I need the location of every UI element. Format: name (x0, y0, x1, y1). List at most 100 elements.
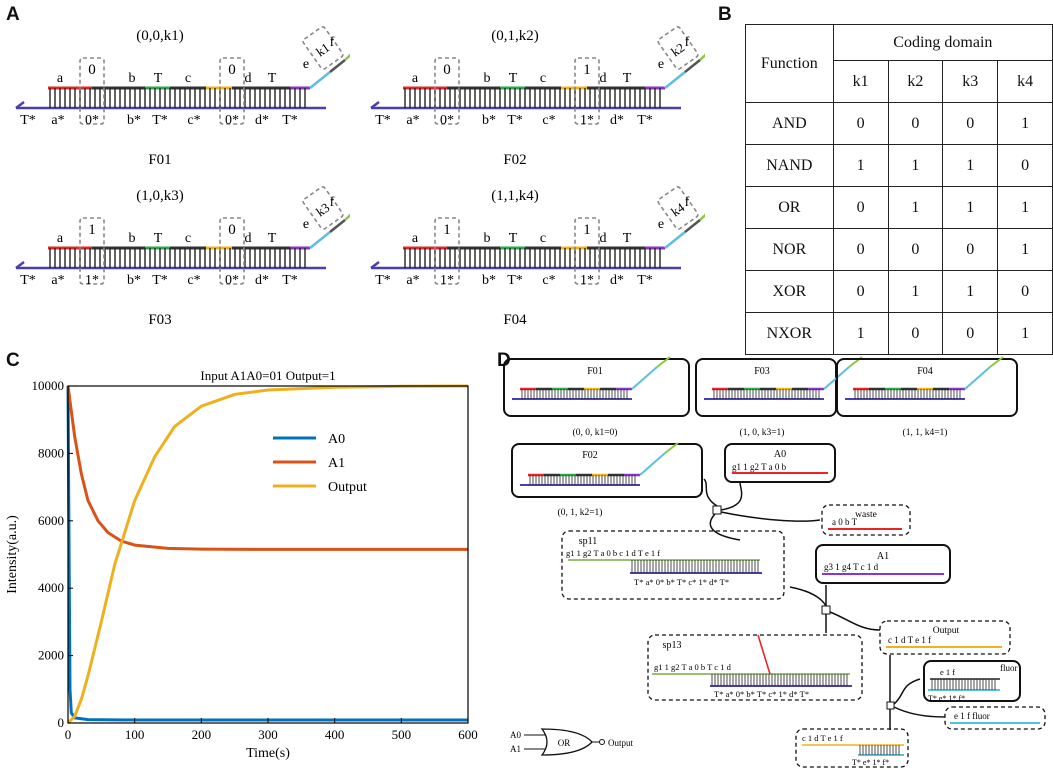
bit1-star-label: 0* (440, 113, 454, 128)
tail-k (684, 59, 701, 73)
caption-f04: (1, 1, k4=1) (903, 427, 948, 438)
bottom-domain-label: c* (542, 273, 555, 288)
label-sp11: sp11 (579, 536, 598, 547)
a1-seq: g3 1 g4 T c 1 d (824, 562, 879, 572)
bottom-domain-label: d* (255, 273, 269, 288)
top-domain-label: f (685, 195, 690, 210)
top-domain-label: b (484, 71, 491, 86)
bit1-box (434, 57, 460, 125)
series-line-output (66, 384, 469, 725)
table-cell: 1 (887, 144, 944, 187)
box-output (879, 620, 1011, 655)
strand-coord: (1,1,k4) (491, 188, 539, 204)
table-cell: 1 (942, 144, 999, 187)
gate-name: OR (558, 738, 571, 748)
strand-coord: (0,1,k2) (491, 28, 539, 44)
bottom-domain-label: T* (637, 273, 653, 288)
bottom-domain-label: T* (375, 113, 391, 128)
waste-seq: a 0 b T (832, 517, 858, 527)
y-tick-label: 4000 (38, 580, 64, 595)
bit1-label: 1 (88, 222, 96, 238)
bottom-domain-label: d* (610, 273, 624, 288)
bit2-star-label: 0* (225, 113, 239, 128)
arrow-product (893, 706, 946, 718)
x-tick-label: 300 (258, 727, 278, 742)
legend-label: A1 (328, 456, 345, 471)
reporter-seq: e 1 f (940, 667, 955, 677)
bit1-box (79, 57, 105, 125)
x-tick-label: 0 (65, 727, 72, 742)
label-f01: F01 (587, 366, 603, 377)
row-function: NAND (745, 144, 834, 187)
y-tick-label: 0 (58, 715, 65, 730)
sp13-overhang (757, 634, 771, 675)
bit2-label: 1 (583, 222, 591, 238)
strand-coord: (0,0,k1) (136, 28, 184, 44)
bottom-domain-label: T* (507, 273, 523, 288)
k-box (302, 186, 344, 230)
chart-title: Input A1A0=01 Output=1 (200, 368, 335, 383)
top-domain-label: d (245, 71, 252, 86)
f04-tail (964, 366, 991, 390)
bottom-domain-label: d* (255, 113, 269, 128)
bit1-star-label: 1* (85, 273, 99, 288)
tail-e (664, 71, 686, 89)
legend-label: A0 (328, 432, 345, 447)
bottom-domain-label: T* (152, 113, 168, 128)
bottom-domain-label: T* (282, 113, 298, 128)
top-domain-label: a (57, 231, 64, 246)
x-tick-label: 100 (125, 727, 145, 742)
table-cell: 1 (832, 144, 889, 187)
strand-name: F02 (503, 152, 526, 168)
table-cell: 1 (887, 270, 944, 313)
f01-tail2 (656, 356, 671, 368)
top-domain-label: T (623, 231, 632, 246)
top-domain-label: d (600, 231, 607, 246)
box-a0 (724, 443, 836, 483)
series-line-a1 (66, 385, 468, 551)
table-cell: 0 (942, 312, 999, 355)
arrow-reporter (893, 678, 921, 705)
or-gate-shape (540, 728, 593, 756)
bit2-star-label: 0* (225, 273, 239, 288)
strand-name: F04 (503, 312, 527, 328)
f02-tail (639, 452, 666, 476)
table-column-header: k4 (997, 60, 1053, 103)
top-domain-label: a (412, 231, 419, 246)
top-domain-label: f (330, 35, 335, 50)
table-cell: 0 (997, 270, 1053, 313)
sp11-bot: T* a* 0* b* T* c* 1* d* T* (634, 577, 729, 587)
gate-input-a0: A0 (510, 730, 521, 740)
tail-f (344, 205, 361, 221)
tail-e (309, 71, 331, 89)
bottom-domain-label: a* (51, 273, 64, 288)
y-axis-label: Intensity(a.u.) (5, 515, 20, 594)
tail-f (699, 45, 716, 61)
tail-k (684, 219, 701, 233)
f04-tail2 (989, 356, 1004, 368)
bottom-strand-end (370, 261, 380, 269)
x-tick-label: 400 (325, 727, 345, 742)
row-function: NOR (745, 228, 834, 271)
table-cell: 0 (832, 186, 889, 229)
bit2-star-label: 1* (580, 273, 594, 288)
top-domain-label: T (268, 71, 277, 86)
box-f01 (503, 358, 690, 417)
top-domain-label: e (658, 57, 664, 72)
product-seq: e 1 f fluor (954, 711, 990, 721)
reporter-bot: T* e* 1* f* (928, 694, 965, 703)
bottom-domain-label: T* (20, 113, 36, 128)
bit2-box (574, 57, 600, 125)
arrow-f02 (703, 478, 718, 507)
table-column-header: k2 (887, 60, 944, 103)
bottom-domain-label: c* (187, 273, 200, 288)
reporter-fluor: fluor (1000, 663, 1018, 673)
tail-e (664, 231, 686, 249)
plot-frame (67, 385, 469, 724)
gate-out-node (599, 739, 605, 745)
